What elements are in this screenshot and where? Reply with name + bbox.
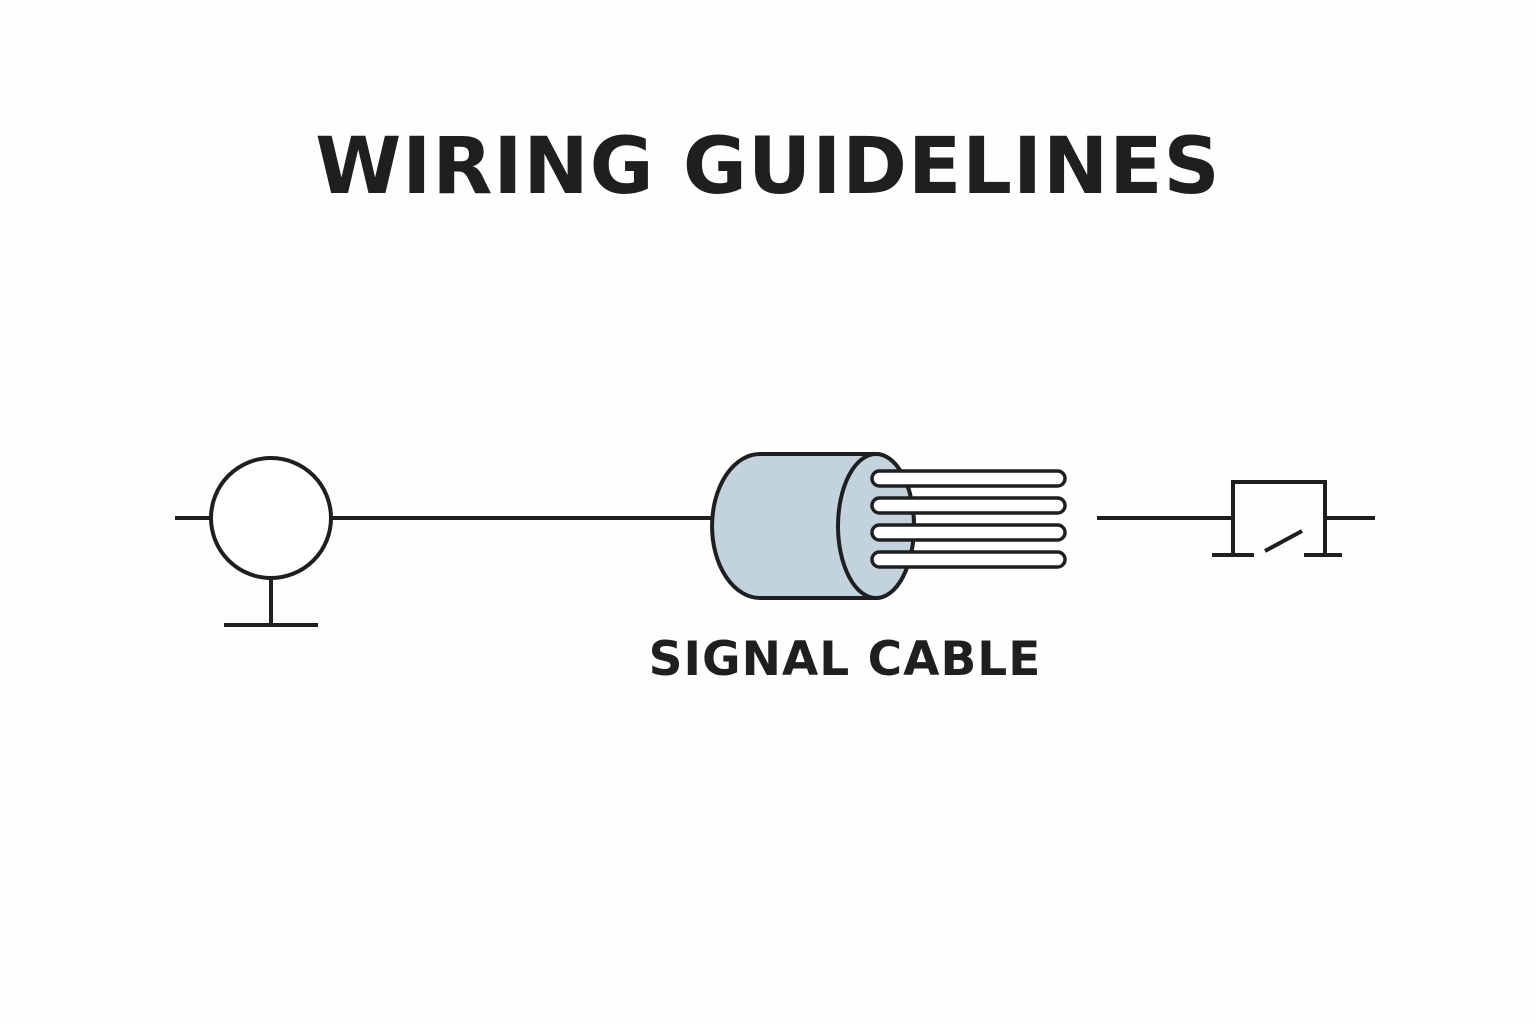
diagram-title: WIRING GUIDELINES (315, 122, 1221, 212)
conductor-wire (870, 523, 1067, 542)
cable-conductors (870, 469, 1067, 569)
source-ground-symbol (175, 456, 333, 627)
source-circle-icon (209, 456, 333, 580)
signal-cable (710, 452, 1067, 600)
switch-symbol (1097, 480, 1375, 557)
conductor-wire (870, 496, 1067, 515)
switch-contact-blade (1264, 529, 1303, 553)
conductor-wire (870, 469, 1067, 488)
cable-label: SIGNAL CABLE (648, 632, 1042, 687)
conductor-wire (870, 550, 1067, 569)
